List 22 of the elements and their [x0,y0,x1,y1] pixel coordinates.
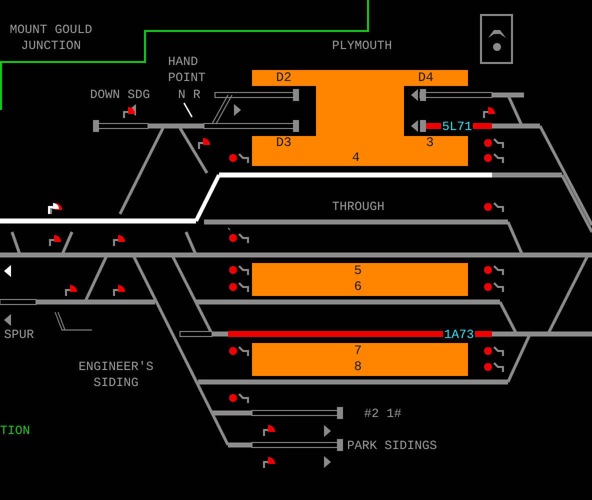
track-label: TION [0,423,30,439]
track-label: PARK SIDINGS [347,438,438,454]
platform-number: 4 [352,151,360,165]
track-label: THROUGH [332,199,385,215]
track-label: #2 1# [364,406,402,422]
track-label: MOUNT GOULD JUNCTION [8,22,94,54]
platform-block [252,263,468,296]
platform-number: D3 [276,136,292,150]
platform-block [252,343,468,376]
platform-number: 5 [354,264,362,278]
platform-number: 7 [354,344,362,358]
track-label: SPUR [4,327,34,343]
track-label: HAND POINT [168,54,207,86]
platform-number: D2 [276,71,292,85]
platform-number: 6 [354,280,362,294]
track-label: PLYMOUTH [332,38,392,54]
platform-number: 3 [426,136,434,150]
track-label: ENGINEER'S SIDING [77,359,154,391]
track-label: DOWN SDG [90,87,150,103]
platform-number: 8 [354,360,362,374]
track-label: N R [178,87,201,103]
platform-number: D4 [418,71,434,85]
